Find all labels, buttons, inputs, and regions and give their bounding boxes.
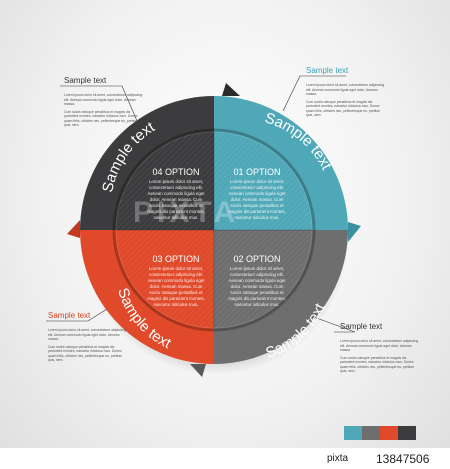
option-body-line: Aenean commodo ligula eget <box>229 191 287 196</box>
connector-top-right <box>282 75 346 112</box>
circular-diagram: Sample text Sample text Sample text Samp… <box>46 75 361 377</box>
option-body-line: Aenean commodo ligula eget <box>229 278 287 283</box>
callout-body: Lorem ipsum dolor sit amet, consectetuer… <box>48 328 128 363</box>
option-body-line: dolor. Aenean massa. Cum <box>150 197 203 202</box>
option-body-line: Lorem ipsum dolor sit amet, <box>149 179 203 184</box>
option-body-line: consectetuer adipiscing elit. <box>149 272 203 277</box>
option-body-line: dolor. Aenean massa. Cum <box>231 197 284 202</box>
callout-body: Lorem ipsum dolor sit amet, consectetuer… <box>306 83 386 118</box>
option-body-line: nascetur ridiculus mus. <box>154 302 199 307</box>
option-body-line: sociis natoque penatibus et <box>230 290 284 295</box>
option-bodies: Lorem ipsum dolor sit amet,consectetuer … <box>147 179 286 307</box>
option-heading-02: 02 OPTION <box>233 254 280 264</box>
option-body-line: Aenean commodo ligula eget <box>148 191 206 196</box>
callout-body: Lorem ipsum dolor sit amet, consectetuer… <box>340 339 420 374</box>
arrow-tab-04 <box>222 83 240 96</box>
option-body-line: sociis natoque penatibus et <box>230 203 284 208</box>
callout-top-left: Sample text Lorem ipsum dolor sit amet, … <box>64 76 144 131</box>
option-body-line: magnis dis parturient montes, <box>228 296 286 301</box>
option-body-line: sociis natoque penatibus et <box>149 203 203 208</box>
option-body-line: Aenean commodo ligula eget <box>148 278 206 283</box>
callout-paragraph: Lorem ipsum dolor sit amet, consectetuer… <box>48 328 127 341</box>
callout-title: Sample text <box>340 322 383 331</box>
arrow-tab-03 <box>67 220 80 238</box>
option-body-line: magnis dis parturient montes, <box>147 296 205 301</box>
option-body-line: sociis natoque penatibus et <box>149 290 203 295</box>
callout-title: Sample text <box>64 76 107 85</box>
option-body-line: nascetur ridiculus mus. <box>235 215 280 220</box>
watermark: PIXTA <box>133 196 240 229</box>
callout-title: Sample text <box>48 311 91 320</box>
callout-paragraph: Lorem ipsum dolor sit amet, consectetuer… <box>306 83 385 96</box>
option-body-line: Lorem ipsum dolor sit amet, <box>230 266 284 271</box>
option-body-line: consectetuer adipiscing elit. <box>149 185 203 190</box>
option-body-line: Lorem ipsum dolor sit amet, <box>230 179 284 184</box>
arrow-tab-01 <box>348 222 361 242</box>
callout-title: Sample text <box>306 66 349 75</box>
callout-paragraph: Cum sociis natoque penatibus et magnis d… <box>340 355 415 374</box>
swatch-gray <box>362 426 380 440</box>
callout-paragraph: Cum sociis natoque penatibus et magnis d… <box>306 99 381 118</box>
callout-top-right: Sample text Lorem ipsum dolor sit amet, … <box>306 66 386 121</box>
inner-ring-highlight <box>115 131 313 329</box>
arrow-tabs <box>67 83 361 377</box>
option-body-line: consectetuer adipiscing elit. <box>230 272 284 277</box>
inner-texture <box>116 132 312 328</box>
option-body-line: magnis dis parturient montes, <box>228 209 286 214</box>
option-heading-01: 01 OPTION <box>233 167 280 177</box>
connector-top-left <box>60 85 141 129</box>
footer-brand: pixta <box>327 453 349 464</box>
callout-bottom-right: Sample text Lorem ipsum dolor sit amet, … <box>340 322 420 377</box>
color-palette <box>344 426 416 440</box>
callout-paragraph: Lorem ipsum dolor sit amet, consectetuer… <box>340 339 419 352</box>
callout-bottom-left: Sample text Lorem ipsum dolor sit amet, … <box>48 311 128 366</box>
arrow-tab-02 <box>190 364 206 377</box>
callout-body: Lorem ipsum dolor sit amet, consectetuer… <box>64 93 144 128</box>
option-heading-04: 04 OPTION <box>152 167 199 177</box>
option-heading-03: 03 OPTION <box>152 254 199 264</box>
option-body-line: dolor. Aenean massa. Cum <box>231 284 284 289</box>
callout-paragraph: Cum sociis natoque penatibus et magnis d… <box>48 344 123 363</box>
callout-paragraph: Lorem ipsum dolor sit amet, consectetuer… <box>64 93 143 106</box>
swatch-red <box>380 426 398 440</box>
footer-bar <box>0 448 450 469</box>
swatch-teal <box>344 426 362 440</box>
footer-image-id: 13847506 <box>376 452 430 466</box>
option-body-line: consectetuer adipiscing elit. <box>230 185 284 190</box>
option-body-line: nascetur ridiculus mus. <box>235 302 280 307</box>
option-body-line: Lorem ipsum dolor sit amet, <box>149 266 203 271</box>
callout-paragraph: Cum sociis natoque penatibus et magnis d… <box>64 109 139 128</box>
swatch-dark <box>398 426 416 440</box>
inner-disc <box>116 132 312 328</box>
option-body-line: dolor. Aenean massa. Cum <box>150 284 203 289</box>
option-body-line: nascetur ridiculus mus. <box>154 215 199 220</box>
option-body-line: magnis dis parturient montes, <box>147 209 205 214</box>
inner-ring-shadow <box>112 128 316 332</box>
